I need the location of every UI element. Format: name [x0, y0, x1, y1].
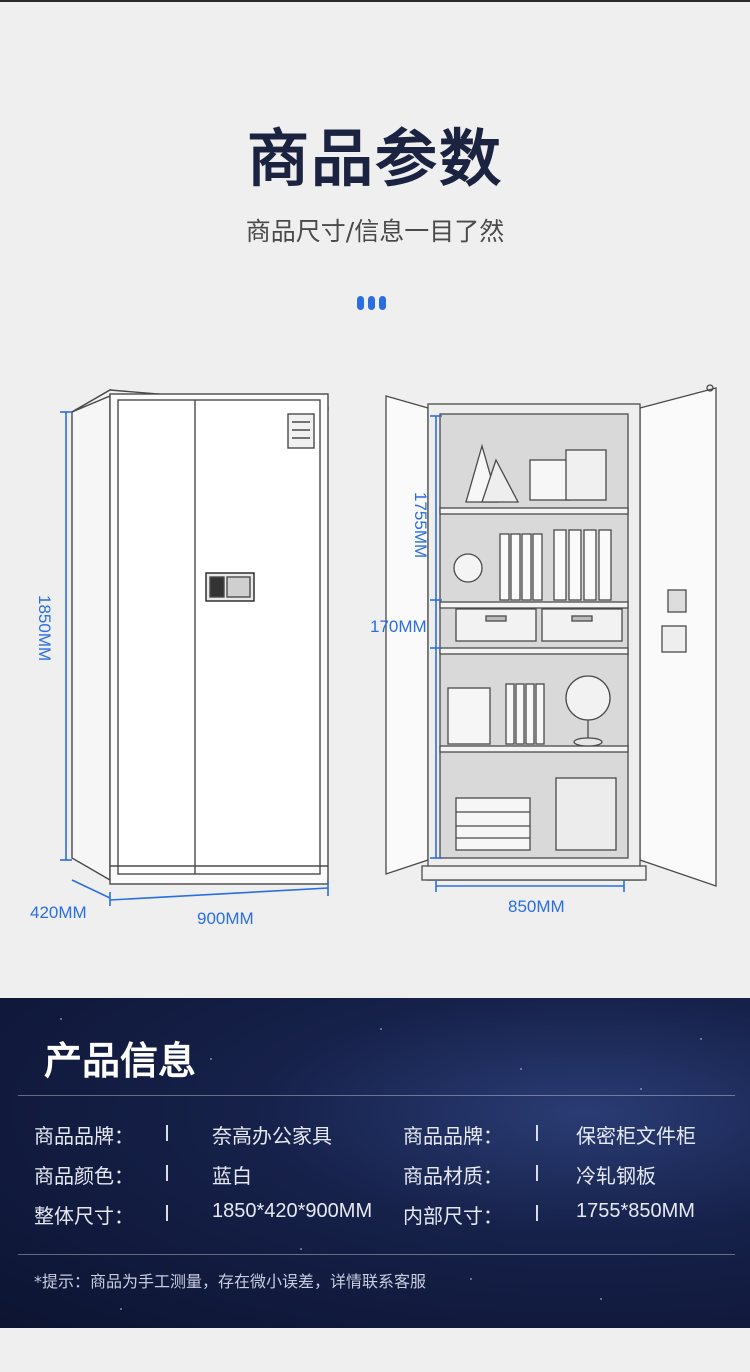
brand-label: 商品品牌：	[34, 1124, 134, 1148]
product-info-panel: 产品信息 商品品牌： 奈高办公家具 商品品牌： 保密柜文件柜 商品颜色： 蓝白 …	[0, 998, 750, 1328]
ellipsis-dots-icon	[357, 295, 397, 310]
top-rule	[0, 0, 750, 2]
separator	[166, 1125, 168, 1141]
info-row: 商品颜色： 蓝白 商品材质： 冷轧钢板	[0, 1160, 750, 1190]
open-cabinet-illustration	[385, 384, 717, 892]
brand-value-2: 保密柜文件柜	[576, 1124, 696, 1148]
brand-value: 奈高办公家具	[212, 1124, 332, 1148]
separator	[536, 1165, 538, 1181]
separator	[166, 1165, 168, 1181]
overall-size-value: 1850*420*900MM	[212, 1200, 373, 1222]
info-row: 商品品牌： 奈高办公家具 商品品牌： 保密柜文件柜	[0, 1120, 750, 1150]
measurement-note: *提示：商品为手工测量，存在微小误差，详情联系客服	[34, 1272, 427, 1291]
inner-height-dimension-label: 1755MM	[411, 492, 430, 559]
bottom-strip	[0, 1328, 750, 1372]
drawer-height-dimension-label: 170MM	[370, 617, 427, 636]
separator	[166, 1205, 168, 1221]
inner-size-value: 1755*850MM	[576, 1200, 695, 1222]
inner-width-dimension-label: 850MM	[508, 897, 565, 916]
width-dimension-label: 900MM	[197, 909, 254, 928]
depth-dimension-label: 420MM	[30, 903, 87, 922]
overall-size-label: 整体尺寸：	[34, 1204, 134, 1228]
separator	[536, 1125, 538, 1141]
color-value: 蓝白	[212, 1164, 252, 1188]
color-label: 商品颜色：	[34, 1164, 134, 1188]
page-subtitle: 商品尺寸/信息一目了然	[245, 217, 505, 246]
material-label: 商品材质：	[403, 1164, 503, 1188]
inner-size-label: 内部尺寸：	[403, 1204, 503, 1228]
closed-cabinet-illustration	[60, 388, 329, 906]
material-value: 冷轧钢板	[576, 1164, 656, 1188]
brand-label-2: 商品品牌：	[403, 1124, 503, 1148]
divider	[18, 1095, 735, 1096]
separator	[536, 1205, 538, 1221]
page-title: 商品参数	[246, 122, 503, 195]
product-info-title: 产品信息	[44, 1039, 197, 1083]
info-row: 整体尺寸： 1850*420*900MM 内部尺寸： 1755*850MM	[0, 1200, 750, 1230]
height-dimension-label: 1850MM	[35, 595, 54, 662]
divider	[18, 1254, 735, 1255]
